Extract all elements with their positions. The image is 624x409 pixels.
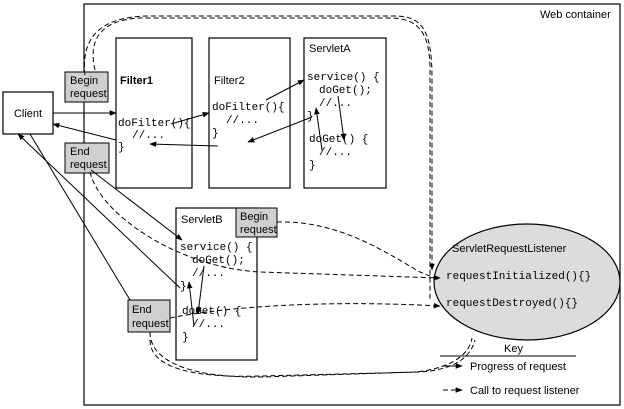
request-scope-curve (92, 17, 431, 300)
servletB-code-line: //... (192, 319, 225, 331)
listener-title: ServletRequestListener (452, 243, 567, 255)
end-request-text: request (132, 318, 169, 330)
request-scope-curve-lower (149, 339, 476, 377)
key-progress-label: Progress of request (470, 361, 566, 373)
progress-arrow (170, 112, 210, 125)
end-request-label-2 (127, 299, 171, 333)
client-box (2, 91, 54, 135)
listener-ellipse (433, 223, 621, 341)
listener-method: requestDestroyed(){} (446, 298, 578, 310)
progress-arrow (247, 116, 313, 143)
listener-call-line (149, 331, 473, 378)
end-request-text: End (70, 146, 90, 158)
servletA-code-line: //... (319, 147, 352, 159)
filter2-code-line: doFilter(){ (212, 102, 285, 114)
begin-request-text: Begin (70, 75, 98, 87)
servletA-code-line: doGet() { (309, 134, 368, 146)
progress-arrow (196, 265, 205, 315)
servletA-code-line: } (309, 160, 316, 172)
progress-arrow (52, 122, 117, 141)
servletB-code-line: } (180, 281, 187, 293)
begin-request-label-1 (64, 71, 109, 103)
listener-call-arrow (89, 171, 441, 281)
listener-method: requestInitialized(){} (446, 271, 591, 283)
filter1-code-line: } (118, 142, 125, 154)
servletB-code-line: doGet() { (182, 306, 241, 318)
key-title: Key (504, 343, 523, 355)
progress-arrow (265, 79, 305, 101)
filter2-code-line: //... (226, 115, 259, 127)
servletB-code-line: //... (192, 268, 225, 280)
begin-request-text: Begin (240, 211, 268, 223)
web-container-label: Web container (540, 9, 611, 21)
progress-arrow (186, 281, 195, 327)
listener-call-arrow (169, 302, 441, 319)
begin-request-text: request (70, 88, 107, 100)
begin-request-text: request (240, 224, 277, 236)
servletB-title: ServletB (181, 214, 223, 226)
filter1-box (115, 37, 193, 189)
listener-call-arrow (83, 15, 435, 271)
filter2-code-line: } (212, 128, 219, 140)
filter1-title: Filter1 (120, 75, 153, 87)
client-label: Client (14, 108, 42, 120)
progress-arrow (90, 169, 183, 241)
servletB-code-line: } (182, 332, 189, 344)
servletA-code-line: } (307, 111, 314, 123)
progress-line (29, 133, 131, 301)
filter2-title: Filter2 (214, 75, 245, 87)
progress-arrow (149, 141, 219, 147)
filter2-box (208, 37, 291, 189)
servletB-code-line: doGet(); (192, 255, 245, 267)
filter1-code-line: //... (132, 130, 165, 142)
progress-arrow (337, 95, 346, 141)
servletA-code-line: service() { (307, 72, 380, 84)
filter1-code-line: doFilter(){ (118, 118, 191, 130)
end-request-text: request (70, 159, 107, 171)
listener-call-line (276, 221, 441, 281)
servletA-code-line: //... (319, 98, 352, 110)
progress-arrow (314, 107, 323, 151)
end-request-text: End (132, 304, 152, 316)
begin-request-label-2 (235, 207, 278, 238)
end-request-label-1 (64, 142, 110, 174)
key-call-label: Call to request listener (470, 385, 580, 397)
servletB-code-line: service() { (180, 242, 253, 254)
servletA-code-line: doGet(); (319, 85, 372, 97)
servletA-title: ServletA (309, 43, 351, 55)
